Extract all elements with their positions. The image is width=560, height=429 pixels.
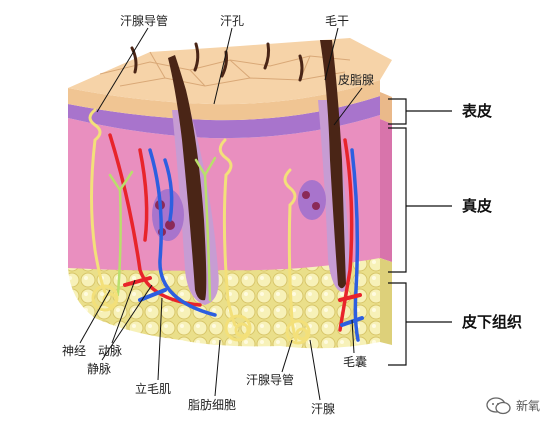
nerve-fibers [108, 156, 217, 302]
wechat-icon [486, 397, 511, 415]
sebaceous-gland-left [152, 189, 184, 241]
hair-shaft-right [320, 40, 346, 289]
hair-shaft-left [168, 55, 207, 301]
epidermis-side-face [380, 92, 392, 124]
basal-layer [68, 96, 380, 139]
artery-vessels [108, 133, 354, 332]
epidermis-layer [68, 80, 380, 121]
label-leaders [79, 27, 363, 401]
label-sweat-gland: 汗腺 [311, 402, 336, 416]
surface-texture [99, 51, 351, 87]
label-sweat-duct-bottom: 汗腺导管 [246, 373, 295, 387]
label-sebaceous-gland: 皮脂腺 [338, 73, 375, 87]
label-fat-cells: 脂肪细胞 [188, 398, 237, 412]
subcutis-side-face [380, 258, 392, 345]
label-artery: 动脉 [98, 344, 123, 358]
label-vein: 静脉 [87, 362, 112, 376]
sweat-gland-coils [91, 284, 311, 345]
label-arrector-pili: 立毛肌 [135, 382, 172, 396]
sebaceous-gland-right [298, 180, 326, 220]
label-pore: 汗孔 [220, 14, 245, 28]
dermis-side-face [380, 119, 392, 262]
label-sweat-duct-top: 汗腺导管 [120, 14, 169, 28]
label-hair-shaft: 毛干 [325, 14, 350, 28]
label-nerve: 神经 [62, 344, 87, 358]
layer-brackets [388, 98, 452, 366]
label-hair-follicle: 毛囊 [343, 355, 368, 369]
watermark-text: 新氧 [516, 399, 541, 413]
sweat-ducts [88, 108, 298, 342]
layer-subcutis: 皮下组织 [462, 313, 523, 331]
vein-vessels [148, 148, 360, 342]
layer-epidermis: 表皮 [462, 102, 493, 120]
layer-dermis: 真皮 [462, 197, 493, 215]
skin-surface [68, 38, 392, 105]
